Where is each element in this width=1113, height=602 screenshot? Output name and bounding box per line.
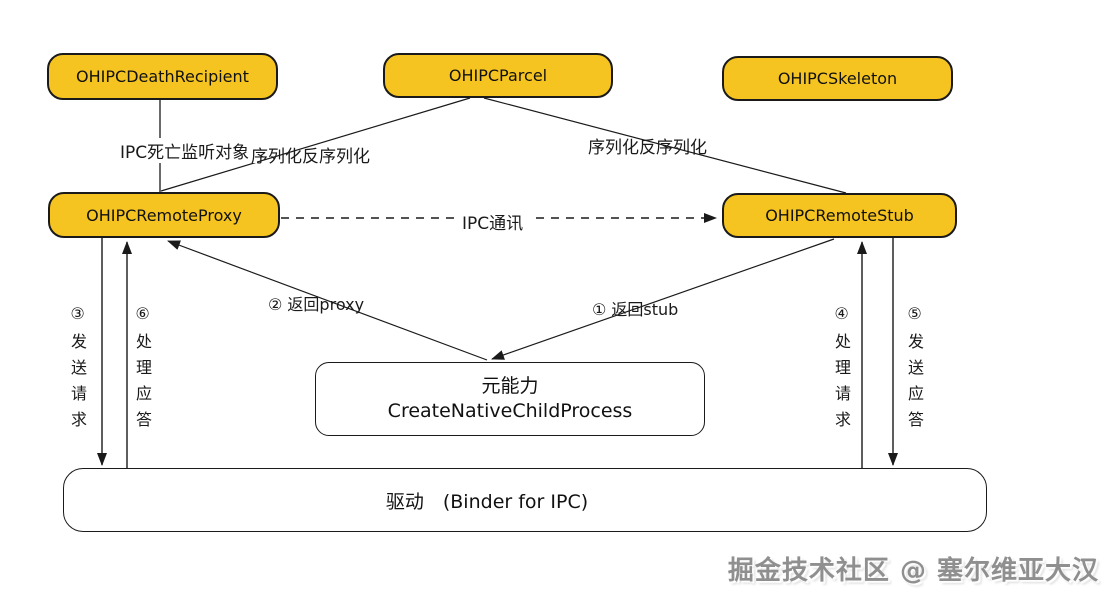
label-return-stub: ① 返回stub (592, 300, 679, 319)
node-label: OHIPCRemoteProxy (86, 205, 242, 225)
node-ohipc-parcel: OHIPCParcel (383, 53, 613, 98)
node-label: OHIPCParcel (448, 66, 548, 85)
node-ohipc-skeleton: OHIPCSkeleton (722, 56, 953, 101)
edge-parcel-to-stub (483, 97, 847, 194)
label-ipc-comm: IPC通讯 (454, 209, 532, 234)
driver-label: 驱动 (Binder for IPC) (385, 490, 589, 513)
node-label: OHIPCDeathRecipient (76, 67, 249, 86)
node-ohipc-remote-proxy: OHIPCRemoteProxy (48, 192, 280, 238)
label-ipc-death-listener: IPC死亡监听对象 (112, 138, 258, 163)
label-step6-handle-response: ⑥处理应答 (133, 304, 152, 437)
meta-ability-subtitle: CreateNativeChildProcess (387, 400, 633, 422)
label-serialize-right: 序列化反序列化 (588, 138, 707, 158)
node-ohipc-remote-stub: OHIPCRemoteStub (722, 193, 957, 238)
edge-parcel-to-proxy (160, 97, 471, 192)
label-serialize-left: 序列化反序列化 (251, 147, 370, 167)
watermark-text: 掘金技术社区 @ 塞尔维亚大汉 (727, 556, 1099, 586)
meta-ability-title: 元能力 (481, 375, 539, 397)
edge-return-stub (491, 238, 835, 360)
label-return-proxy: ② 返回proxy (268, 295, 365, 314)
label-step4-handle-request: ④处理请求 (832, 304, 851, 437)
label-step3-send-request: ③发送请求 (68, 304, 87, 437)
node-ohipc-death-recipient: OHIPCDeathRecipient (47, 53, 278, 100)
node-meta-ability: 元能力 CreateNativeChildProcess (315, 362, 705, 436)
label-step5-send-response: ⑤发送应答 (905, 304, 924, 437)
node-label: OHIPCSkeleton (777, 69, 898, 88)
node-label: OHIPCRemoteStub (765, 206, 914, 225)
edge-return-proxy (167, 240, 488, 361)
node-driver-binder: 驱动 (Binder for IPC) (63, 468, 987, 532)
